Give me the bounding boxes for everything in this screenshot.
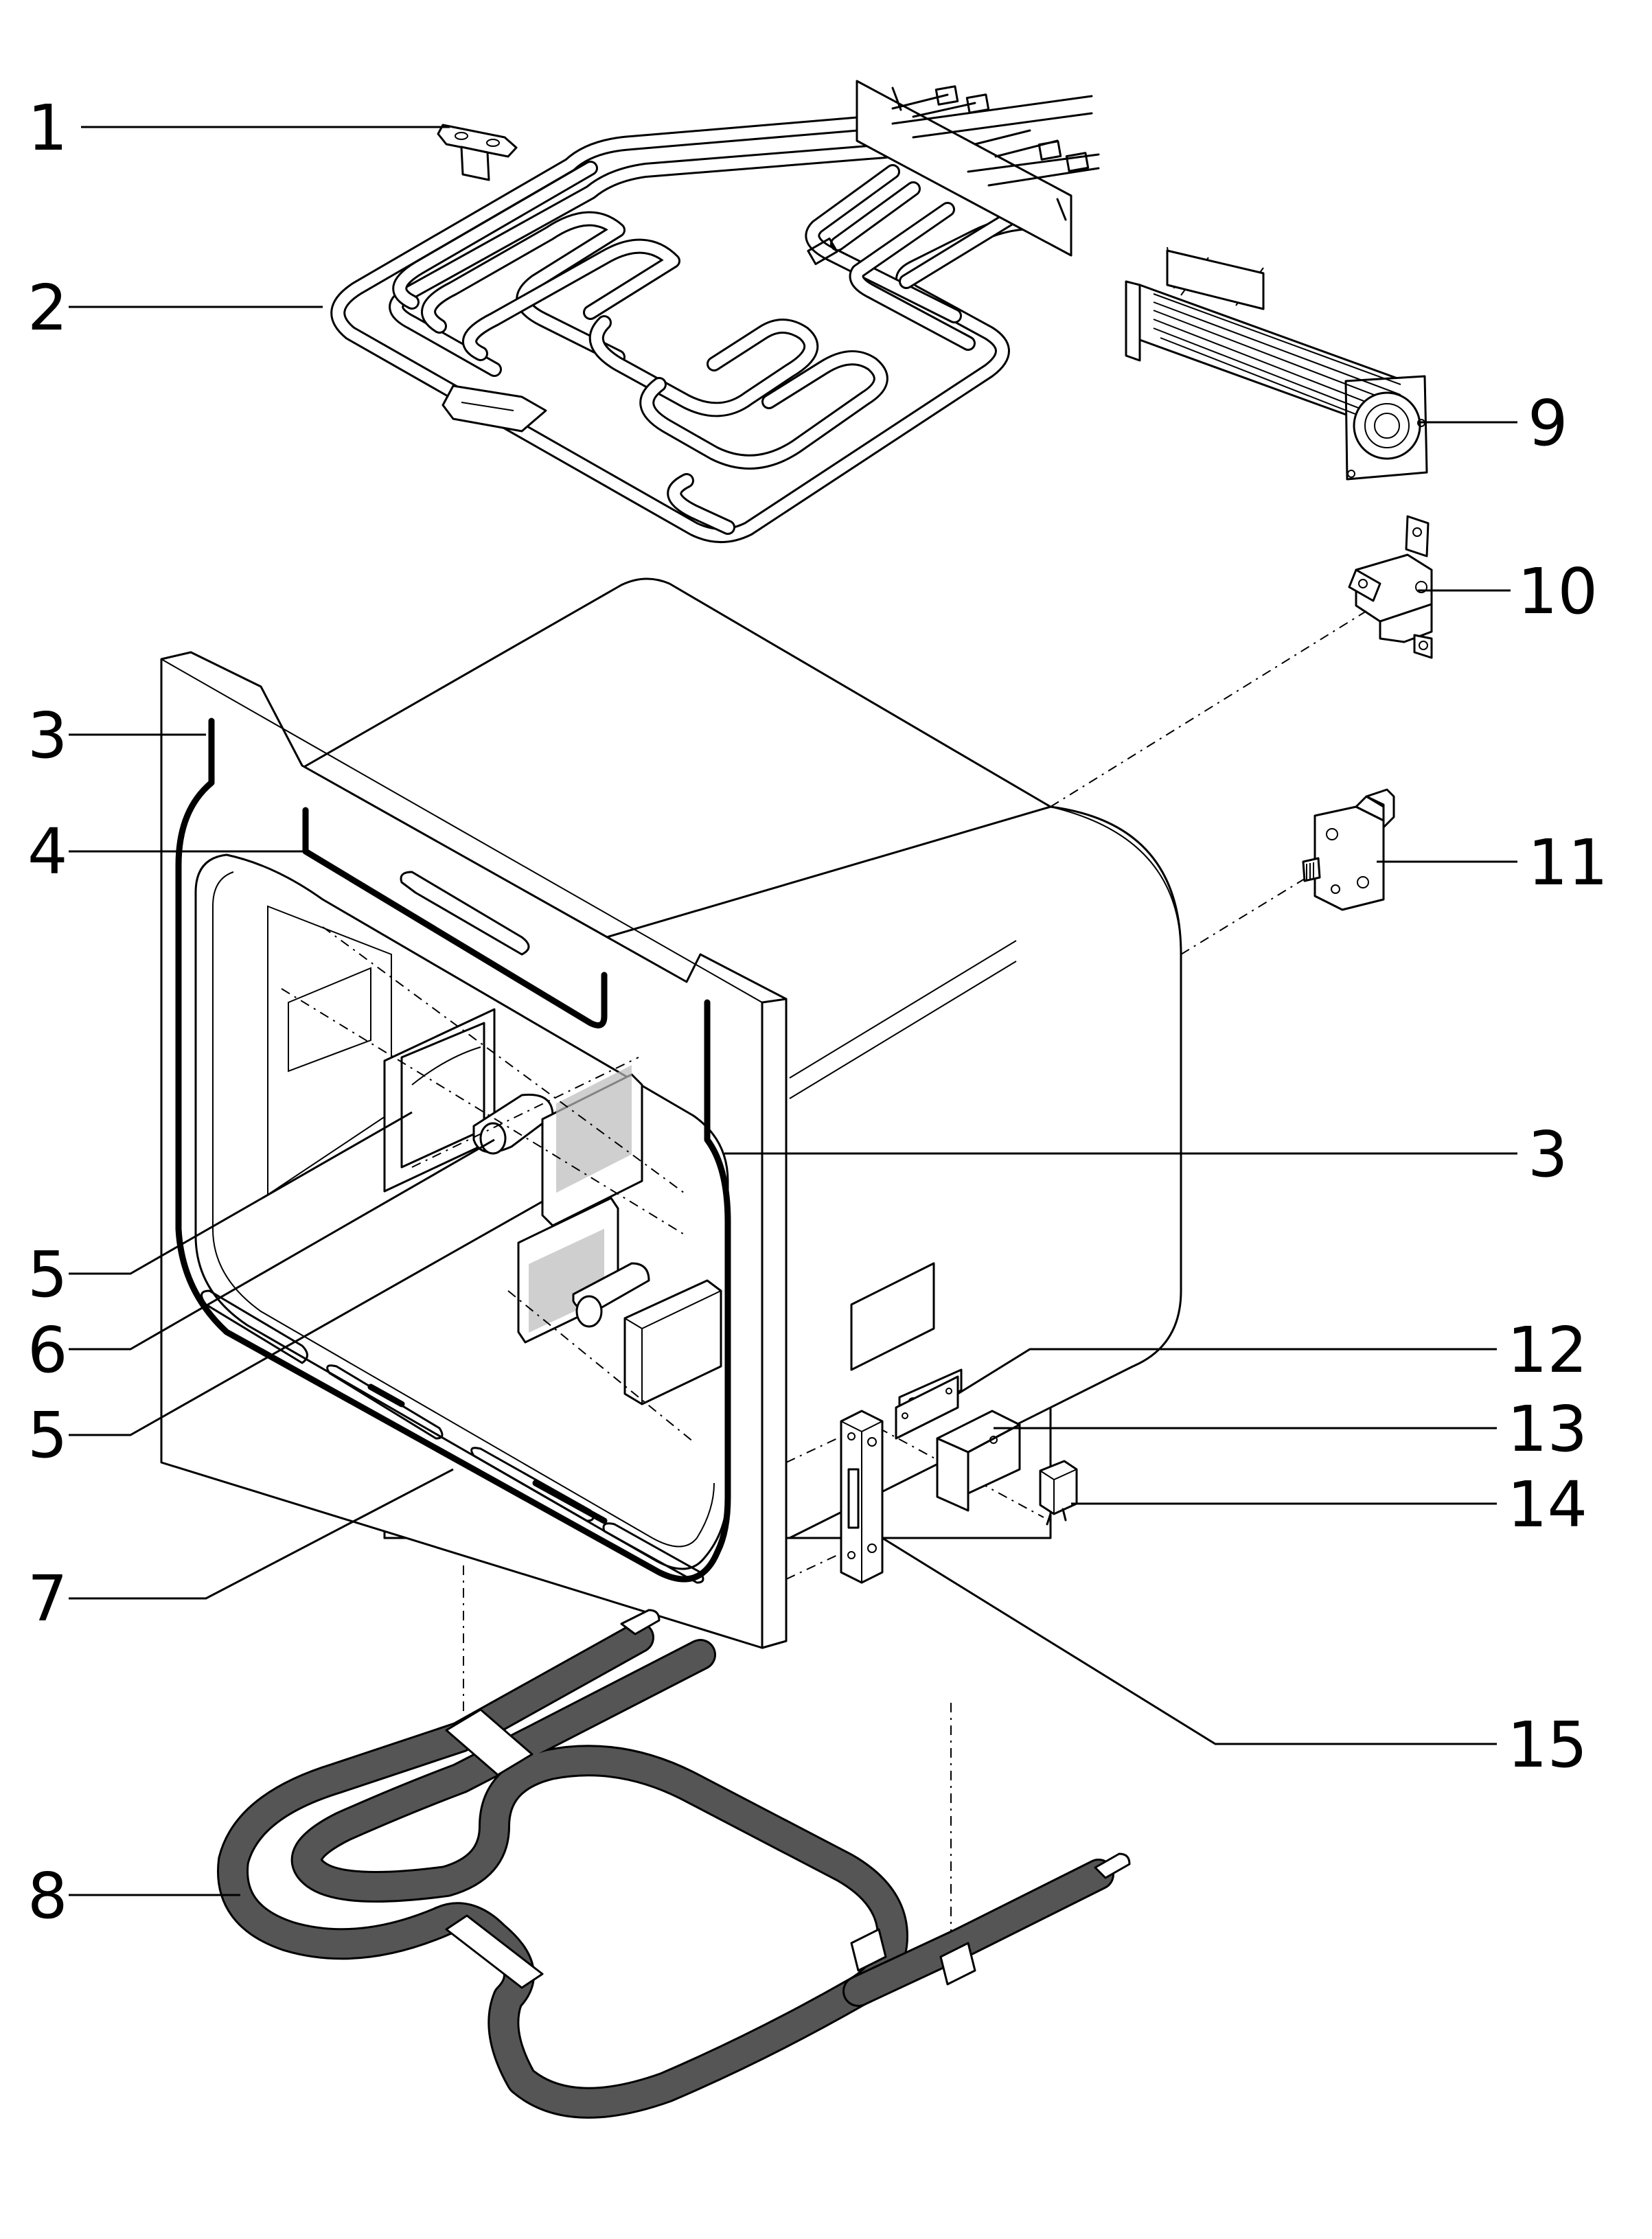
- callout-3-second: 3: [1528, 1118, 1568, 1191]
- callout-3: 3: [27, 699, 68, 772]
- part-8-lower-heating-element: [217, 1609, 1131, 2119]
- callout-8: 8: [27, 1859, 68, 1933]
- callout-5-second: 5: [27, 1399, 68, 1472]
- part-1-bracket: [437, 124, 518, 181]
- callout-6: 6: [27, 1313, 68, 1387]
- part-2-grill-element: [330, 80, 1100, 543]
- callout-2: 2: [27, 271, 68, 345]
- part-12-plate: [895, 1375, 959, 1440]
- callout-7: 7: [27, 1562, 68, 1635]
- leader-5a: [69, 1111, 413, 1275]
- leader-12: [957, 1348, 1497, 1395]
- callout-1: 1: [27, 91, 68, 165]
- part-9-tangential-fan: [1125, 246, 1428, 481]
- callout-13: 13: [1507, 1392, 1587, 1466]
- oven-cavity: [160, 577, 1367, 1977]
- part-10-thermostat: [1348, 515, 1433, 659]
- leader-7: [69, 1468, 454, 1600]
- callout-9: 9: [1528, 387, 1568, 460]
- callout-15: 15: [1507, 1708, 1587, 1782]
- callout-4: 4: [27, 815, 68, 888]
- callout-14: 14: [1507, 1468, 1587, 1541]
- leader-lines: [69, 126, 1517, 1896]
- callout-10: 10: [1517, 555, 1598, 628]
- leader-5b: [69, 1200, 543, 1436]
- callout-12: 12: [1507, 1313, 1587, 1387]
- leader-6: [69, 1138, 495, 1351]
- part-11-thermostat: [1302, 788, 1395, 911]
- callout-5: 5: [27, 1238, 68, 1311]
- callout-11: 11: [1528, 826, 1608, 899]
- part-13-bracket: [936, 1410, 1021, 1512]
- leader-15: [882, 1537, 1497, 1745]
- part-4-top-seal: [302, 807, 608, 1029]
- part-15-hinge-receiver: [840, 1410, 884, 1584]
- callout-labels: 1 2 3 4 5 6 5 7 8 9 10 11 3 12 13 14 15: [27, 91, 1608, 1933]
